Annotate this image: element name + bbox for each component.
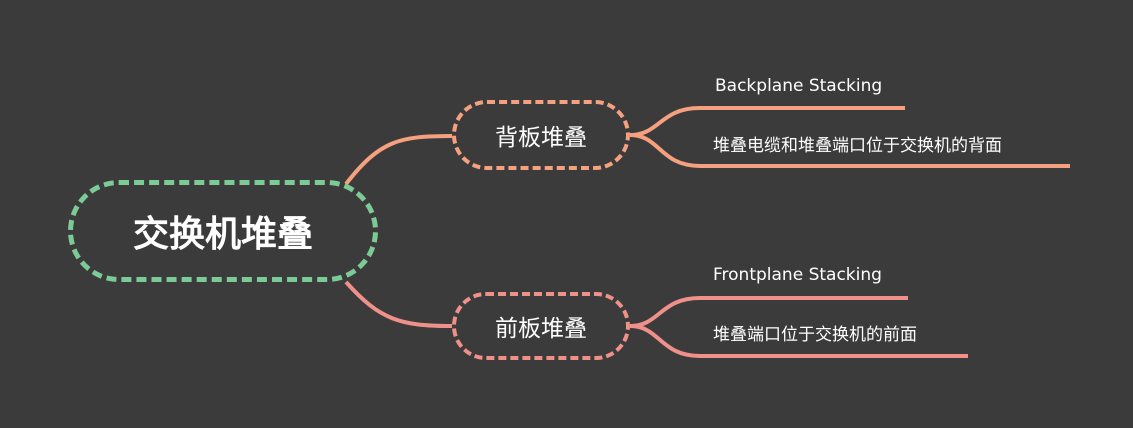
leaf-frontplane-en[interactable]: Frontplane Stacking — [713, 265, 882, 285]
leaf-backplane-desc[interactable]: 堆叠电缆和堆叠端口位于交换机的背面 — [713, 136, 1002, 156]
connector-bottom-leaf2 — [629, 324, 968, 358]
connector-top-leaf1 — [629, 106, 905, 137]
connector-top-leaf2 — [629, 133, 1070, 168]
connector-root-top — [344, 134, 453, 186]
connector-root-bottom — [344, 280, 453, 328]
branch-node-backplane[interactable]: 背板堆叠 — [452, 100, 630, 170]
connector-bottom-leaf1 — [629, 296, 908, 328]
leaf-frontplane-desc[interactable]: 堆叠端口位于交换机的前面 — [713, 325, 917, 345]
branch-node-frontplane[interactable]: 前板堆叠 — [452, 292, 630, 360]
root-node[interactable]: 交换机堆叠 — [68, 180, 378, 282]
leaf-backplane-en[interactable]: Backplane Stacking — [715, 76, 883, 96]
